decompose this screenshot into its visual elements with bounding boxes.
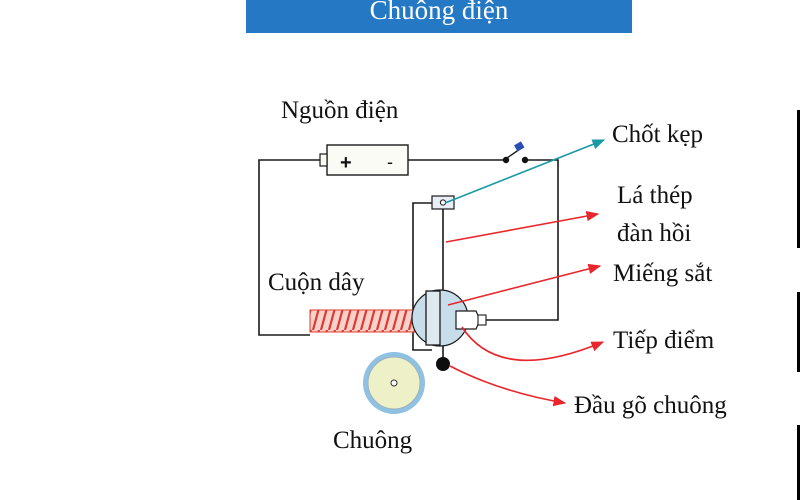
battery-plus-label: + — [340, 152, 352, 174]
spring-steel-label-line1: Lá thép — [617, 182, 693, 209]
left-wire — [258, 159, 327, 336]
battery-terminal — [319, 153, 328, 167]
battery: + - — [319, 144, 409, 176]
contact-screw — [477, 314, 487, 326]
clamp-arrow — [444, 139, 606, 204]
coil-label: Cuộn dây — [268, 269, 365, 296]
title-bar: Chuông điện — [246, 0, 632, 33]
spring-steel-arrow — [445, 211, 600, 243]
callout-arrows — [444, 139, 606, 407]
frame-wire — [412, 202, 432, 351]
clamp-label: Chốt kẹp — [612, 121, 703, 148]
right-edge-line-1 — [797, 110, 800, 248]
battery-minus-label: - — [387, 152, 393, 172]
coil — [309, 309, 423, 333]
bell-center-dot — [390, 379, 398, 387]
bell — [363, 352, 425, 414]
contact-tip — [455, 310, 481, 330]
iron-piece-arrow — [447, 263, 602, 306]
right-edge-line-3 — [797, 425, 800, 500]
switch — [502, 141, 529, 164]
switch-knob — [514, 141, 525, 152]
contact-arrow — [461, 326, 605, 361]
hammer-label: Đầu gõ chuông — [574, 392, 727, 419]
right-edge-line-2 — [797, 292, 800, 372]
iron-piece-label: Miếng sắt — [613, 260, 712, 287]
hammer-arrow — [449, 365, 567, 407]
binding-post — [431, 195, 455, 210]
circuit-wires — [258, 159, 559, 362]
diagram-title: Chuông điện — [369, 0, 509, 25]
spring-steel-label-line2: đàn hồi — [617, 220, 691, 247]
bell-hammer — [436, 357, 450, 371]
right-wire — [486, 159, 559, 321]
iron-piece — [425, 290, 441, 346]
bell-label: Chuông — [333, 427, 413, 454]
power-source-label: Nguồn điện — [281, 97, 399, 124]
battery-body — [326, 144, 409, 176]
contact-label: Tiếp điểm — [613, 327, 715, 354]
coil-winding — [309, 309, 423, 333]
switch-contact-right — [521, 156, 529, 164]
